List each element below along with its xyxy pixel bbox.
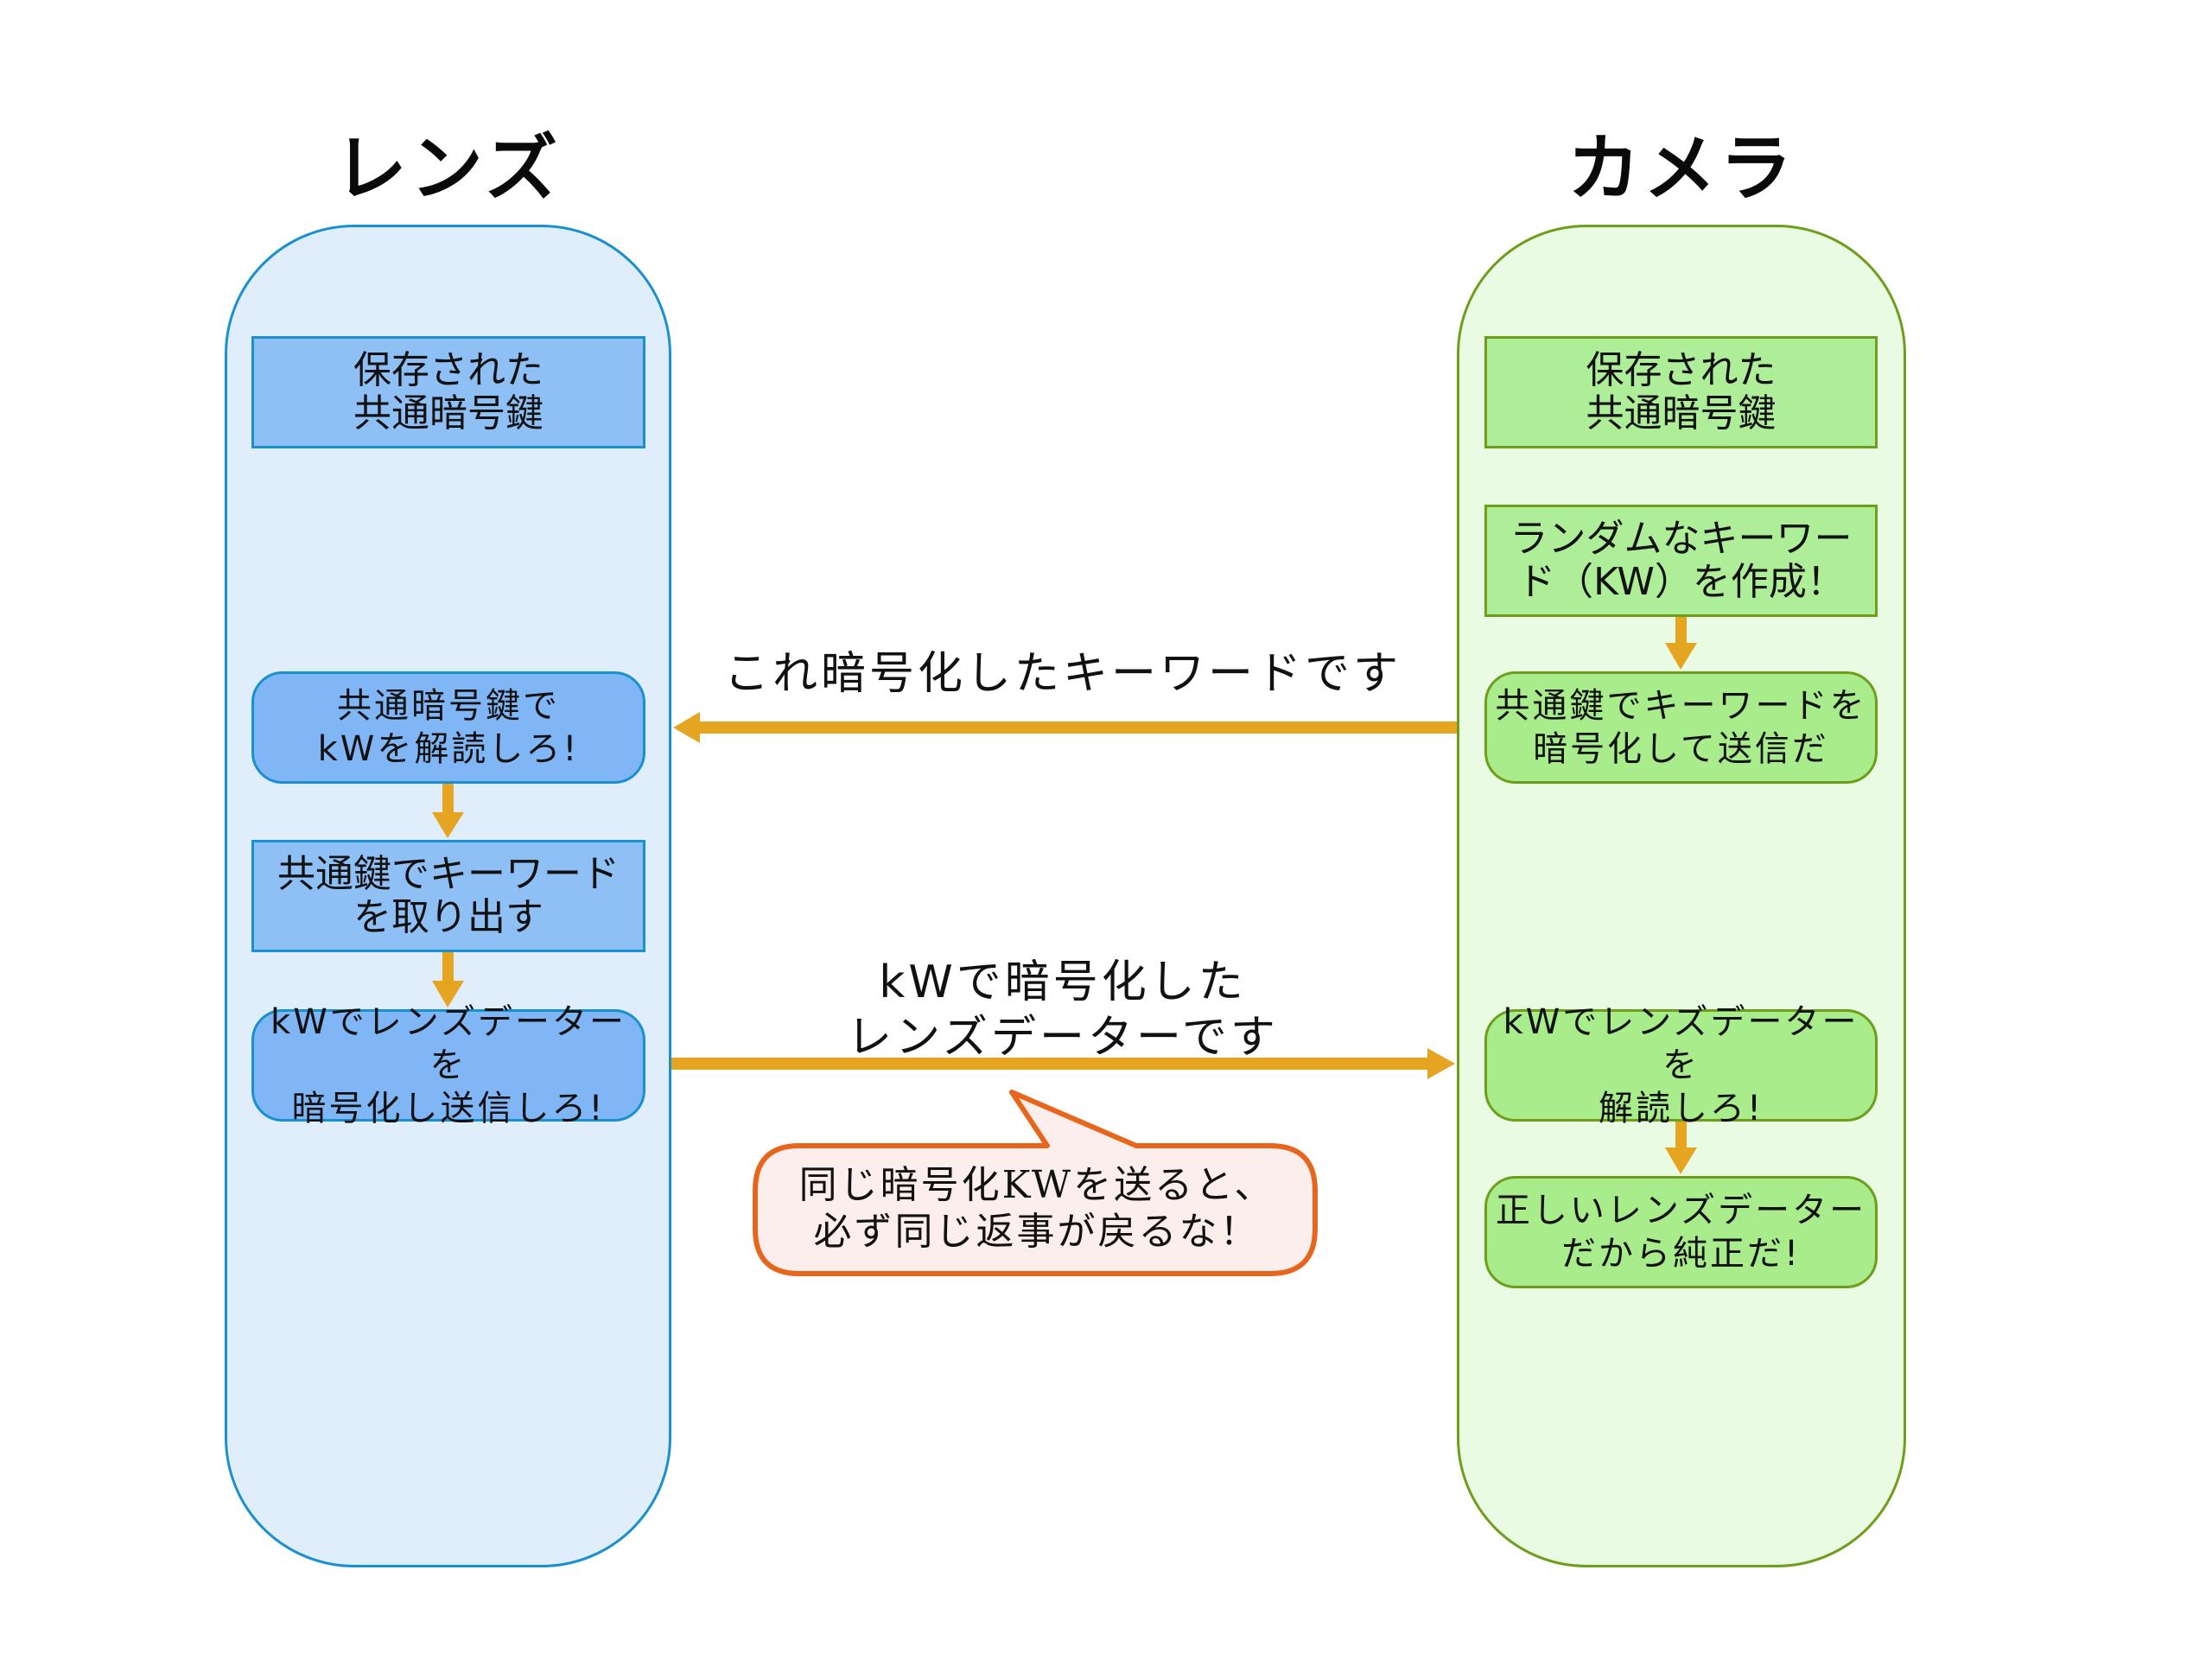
lens-step-extract-keyword: 共通鍵でキーワード を取り出す — [251, 840, 645, 952]
message-camera-to-lens: これ暗号化したキーワードです — [723, 648, 1402, 700]
lens-lane-title: レンズ — [334, 126, 562, 211]
camera-step-decrypt-data: kWでレンズデーターを 解読しろ! — [1484, 1002, 1878, 1128]
callout-text: 同じ暗号化KWを送ると、 必ず同じ返事が戻るな！ — [798, 1163, 1275, 1254]
camera-lane — [1457, 225, 1906, 1567]
camera-step-create-kw: ランダムなキーワー ド（KW）を作成！ — [1484, 505, 1878, 617]
lens-step-decrypt-kw: 共通暗号鍵で kWを解読しろ! — [251, 671, 645, 784]
message-lens-to-camera: kWで暗号化した レンズデーターです — [847, 957, 1279, 1064]
arrow-camera-to-lens — [673, 712, 1457, 743]
camera-step-genuine: 正しいレンズデーター だから純正だ! — [1484, 1176, 1878, 1288]
lens-step-encrypt-send: kWでレンズデーターを 暗号化し送信しろ! — [251, 1002, 645, 1128]
camera-step-encrypt-send: 共通鍵でキーワードを 暗号化して送信だ — [1484, 671, 1878, 784]
camera-step-stored-key: 保存された 共通暗号鍵 — [1484, 336, 1878, 448]
camera-lane-title: カメラ — [1567, 126, 1796, 211]
lens-step-stored-key: 保存された 共通暗号鍵 — [251, 336, 645, 448]
